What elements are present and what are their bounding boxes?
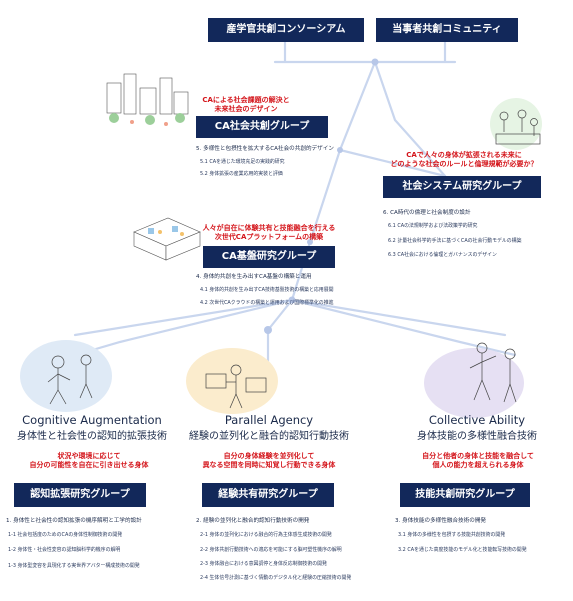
ca-platform-tagline-line2: 次世代CAプラットフォームの構築	[214, 233, 324, 241]
collective-en-title: Collective Ability	[428, 413, 526, 427]
cognitive-sub-3: 1-3 身体型変容を具現化する実世界アバター構成技術の開発	[8, 563, 140, 569]
cognitive-tagline-line1: 状況や環境に応じて	[57, 452, 121, 460]
ca-platform-sub-2: 4.2 次世代CAクラウドの構築と運用および国際標準化の推進	[200, 300, 334, 306]
ca-platform-tagline-line1: 人々が自在に体験共有と技能融合を行える	[202, 224, 336, 232]
cognitive-sub-1: 1-1 社会包括度のためのCAの身体性制御技術の開発	[8, 532, 123, 538]
ca-society-sub-2: 5.2 身体拡張の産業応用的実装と評価	[200, 171, 283, 177]
ca-society-sub-1: 5.1 CAを通じた環境充足の実践的研究	[200, 159, 285, 165]
collective-illustration	[469, 342, 517, 403]
platform-illustration	[133, 217, 201, 261]
social-system-tagline-line2: どのような社会のルールと倫理規範が必要か？	[390, 160, 538, 168]
parallel-group-title: 経験共有研究グループ	[202, 483, 334, 507]
ca-society-tagline: CAによる社会課題の解決と 未来社会のデザイン	[196, 96, 296, 114]
cognitive-blob	[20, 340, 112, 412]
cognitive-sub-2: 1-2 身体性・社会性変容の認知脳科学的機序の解明	[8, 547, 121, 553]
cognitive-item: 1. 身体性と社会性の認知拡張の機序解明と工学的設計	[6, 518, 142, 524]
ca-platform-tagline: 人々が自在に体験共有と技能融合を行える 次世代CAプラットフォームの構築	[196, 224, 342, 242]
parallel-en-title: Parallel Agency	[224, 413, 314, 427]
cognitive-tagline: 状況や環境に応じて 自分の可能性を自在に引き出せる身体	[14, 452, 164, 470]
ca-society-tagline-line1: CAによる社会課題の解決と	[202, 96, 290, 104]
collective-tagline: 自分と他者の身体と技能を融合して 個人の能力を超えられる身体	[398, 452, 558, 470]
social-system-sub-1: 6.1 CAの法規制学および法政策学的研究	[388, 223, 478, 229]
consortium-header: 産学官共創コンソーシアム	[208, 18, 364, 42]
collective-group-title: 技能共創研究グループ	[400, 483, 530, 507]
social-system-tagline-line1: CAで人々の身体が拡張される未来に	[406, 151, 522, 159]
social-system-tagline: CAで人々の身体が拡張される未来に どのような社会のルールと倫理規範が必要か？	[384, 151, 544, 169]
parallel-tagline-line2: 異なる空間を同時に知覚し行動できる身体	[202, 461, 336, 469]
ca-society-group-title: CA社会共創グループ	[196, 116, 328, 138]
ca-platform-item: 4. 身体的共創を生み出すCA基盤の構築と運用	[196, 274, 312, 280]
social-system-item: 6. CA時代の倫理と社会制度の設計	[383, 210, 471, 216]
city-illustration	[106, 73, 189, 126]
parallel-sub-2: 2-2 身体共創行動技術への適応を可能にする脳可塑性機序の解明	[200, 547, 342, 553]
collective-blob	[424, 348, 524, 418]
parallel-sub-3: 2-3 身体融合における意図調停と身体反応制御技術の開発	[200, 561, 327, 567]
parallel-tagline: 自分の身体経験を並列化して 異なる空間を同時に知覚し行動できる身体	[194, 452, 344, 470]
parallel-sub-4: 2-4 生体信号計測に基づく情動のデジタル化と経験の圧縮技術の開発	[200, 575, 352, 581]
cognitive-en-title: Cognitive Augmentation	[22, 413, 162, 427]
social-system-sub-2: 6.2 計量社会科学的手法に基づくCAの社会行動モデルの構築	[388, 238, 522, 244]
ca-platform-group-title: CA基盤研究グループ	[203, 246, 335, 268]
collective-sub-2: 3.2 CAを通じた高度技能のモデル化と技能転写技術の開発	[398, 547, 527, 553]
parallel-sub-1: 2-1 身体の並列化における融合的行為主体感生成技術の開発	[200, 532, 332, 538]
ca-platform-sub-1: 4.1 身体的共創を生み出すCA技術基盤技術の構築と応用展開	[200, 287, 334, 293]
social-system-sub-3: 6.3 CA社会における倫理とガバナンスのデザイン	[388, 252, 497, 258]
cognitive-group-title: 認知拡張研究グループ	[14, 483, 146, 507]
collective-item: 3. 身体技能の多様性融合技術の開発	[395, 518, 487, 524]
community-header: 当事者共創コミュニティ	[376, 18, 518, 42]
parallel-jp-title: 経験の並列化と融合的認知行動技術	[189, 431, 349, 442]
collective-tagline-line2: 個人の能力を超えられる身体	[432, 461, 524, 469]
parallel-item: 2. 経験の並列化と融合的認知行動技術の開発	[196, 518, 310, 524]
cognitive-tagline-line2: 自分の可能性を自在に引き出せる身体	[29, 461, 149, 469]
collective-sub-1: 3.1 身体の多様性を包摂する技能共創技術の開発	[398, 532, 506, 538]
collective-tagline-line1: 自分と他者の身体と技能を融合して	[422, 452, 534, 460]
parallel-illustration	[205, 364, 267, 409]
ca-society-tagline-line2: 未来社会のデザイン	[214, 105, 278, 113]
parallel-tagline-line1: 自分の身体経験を並列化して	[223, 452, 315, 460]
cognitive-illustration	[47, 354, 93, 405]
social-system-group-title: 社会システム研究グループ	[383, 176, 541, 198]
society-illustration	[490, 98, 542, 150]
ca-society-item: 5. 多様性と包摂性を拡大するCA社会の共創的デザイン	[196, 146, 334, 152]
cognitive-jp-title: 身体性と社会性の認知的拡張技術	[17, 431, 167, 442]
collective-jp-title: 身体技能の多様性融合技術	[417, 431, 537, 442]
